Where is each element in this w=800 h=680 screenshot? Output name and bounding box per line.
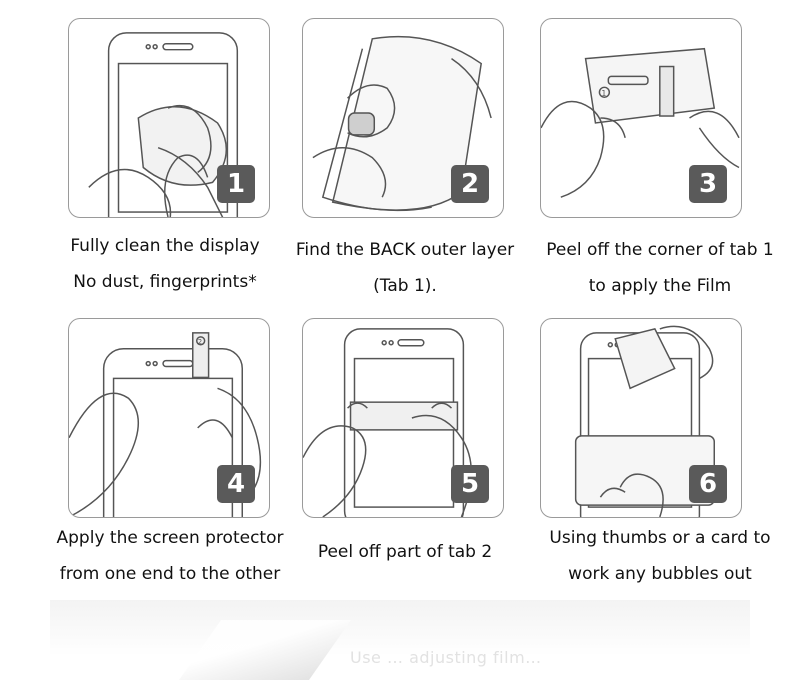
step-5-illustration: 5 <box>302 318 504 518</box>
step-6-illustration: 6 <box>540 318 742 518</box>
step-3-illustration: 1 3 <box>540 18 742 218</box>
step-2-caption-line2: (Tab 1). <box>373 276 437 296</box>
step-6-caption-line2: work any bubbles out <box>568 564 752 584</box>
step-3-caption-line1: Peel off the corner of tab 1 <box>546 240 774 260</box>
step-2-illustration: 2 <box>302 18 504 218</box>
step-2-badge: 2 <box>451 165 489 203</box>
step-4-caption-line1: Apply the screen protector <box>56 528 284 548</box>
step-1-caption-line2: No dust, fingerprints* <box>73 272 257 292</box>
step-1-caption-line1: Fully clean the display <box>70 236 260 256</box>
peel-tab-2-icon <box>303 328 473 517</box>
svg-text:2: 2 <box>198 338 202 346</box>
step-5-badge: 5 <box>451 465 489 503</box>
svg-text:1: 1 <box>601 89 606 98</box>
step-4-caption-line2: from one end to the other <box>59 564 281 584</box>
faded-bottom-strip: Use … adjusting film… <box>50 600 750 680</box>
phone-wiping-icon <box>88 32 239 217</box>
step-2-caption-line1: Find the BACK outer layer <box>295 240 515 260</box>
faded-footer-text: Use … adjusting film… <box>350 648 542 667</box>
step-4-badge: 4 <box>217 465 255 503</box>
step-3-badge: 3 <box>689 165 727 203</box>
step-5-caption-line1: Peel off part of tab 2 <box>317 542 493 562</box>
peel-corner-icon: 1 <box>541 47 740 198</box>
step-6-caption-line1: Using thumbs or a card to <box>549 528 771 548</box>
step-3-caption-line2: to apply the Film <box>588 276 732 296</box>
step-4-illustration: 2 4 <box>68 318 270 518</box>
film-back-layer-icon <box>312 35 492 212</box>
step-6-badge: 6 <box>689 465 727 503</box>
film-sheen-decoration <box>178 620 352 680</box>
apply-protector-icon: 2 <box>69 332 262 517</box>
step-1-badge: 1 <box>217 165 255 203</box>
step-1-illustration: 1 <box>68 18 270 218</box>
